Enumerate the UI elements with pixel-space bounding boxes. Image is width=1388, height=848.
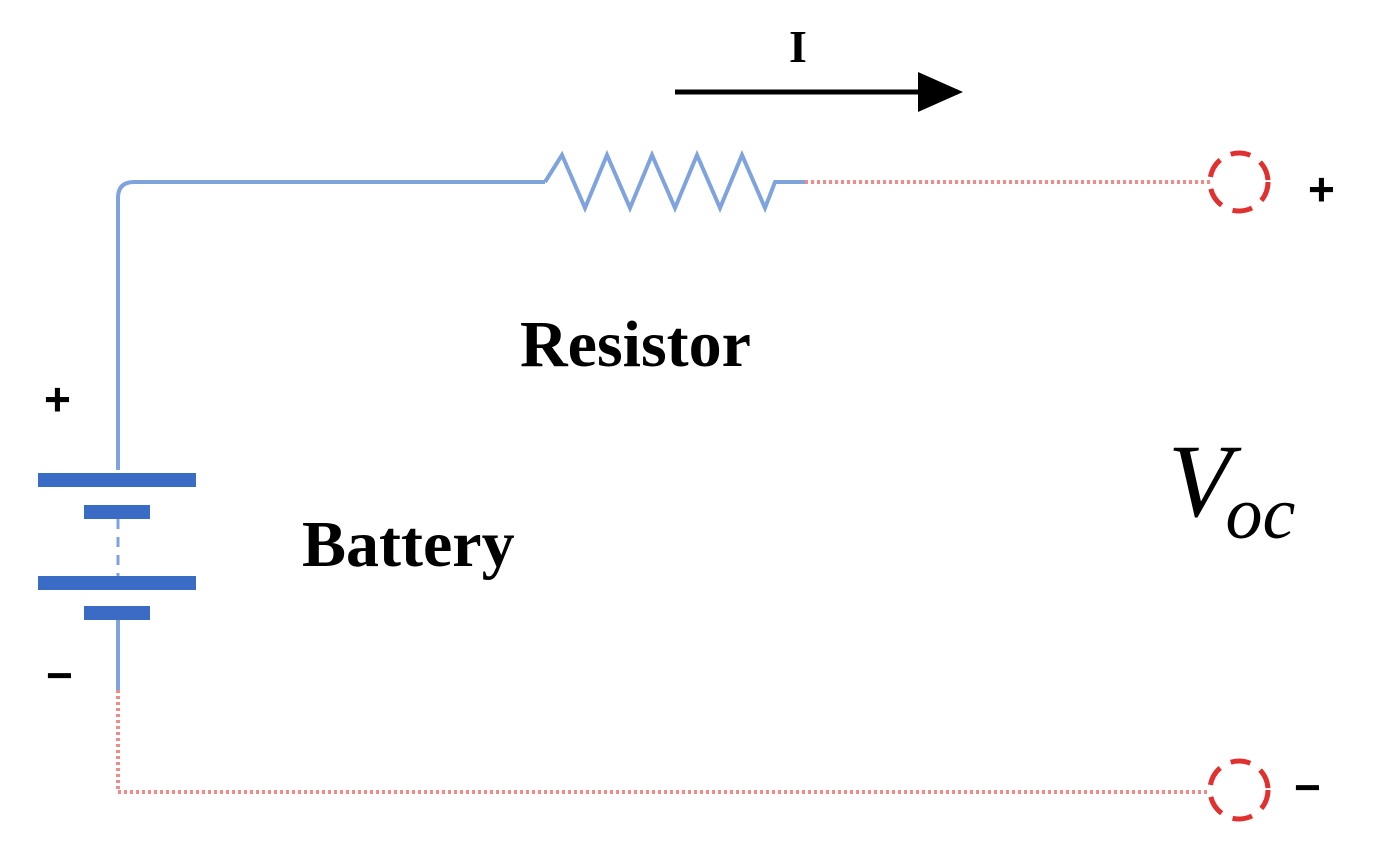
resistor-label: Resistor — [520, 308, 751, 381]
battery-minus-sign: − — [46, 649, 73, 701]
terminal-minus-icon — [1207, 758, 1271, 822]
terminal-minus-sign: − — [1294, 761, 1321, 813]
terminal-plus-icon — [1207, 150, 1271, 214]
current-label: I — [789, 21, 807, 72]
wire-left-top — [116, 180, 545, 470]
battery-plate-short-2 — [84, 606, 150, 620]
terminal-plus-sign: + — [1308, 163, 1335, 215]
battery-plus-sign: + — [44, 373, 71, 425]
battery-plate-long-1 — [38, 473, 196, 487]
resistor-zigzag-icon — [543, 149, 805, 214]
voltage-symbol: V — [1168, 424, 1232, 539]
open-wire-bottom — [116, 690, 1210, 794]
battery-plate-short-1 — [84, 505, 150, 519]
open-circuit-voltage-label: Voc — [1168, 430, 1295, 552]
battery-plate-long-2 — [38, 576, 196, 590]
battery-label: Battery — [302, 508, 515, 581]
voltage-subscript: oc — [1225, 473, 1296, 555]
